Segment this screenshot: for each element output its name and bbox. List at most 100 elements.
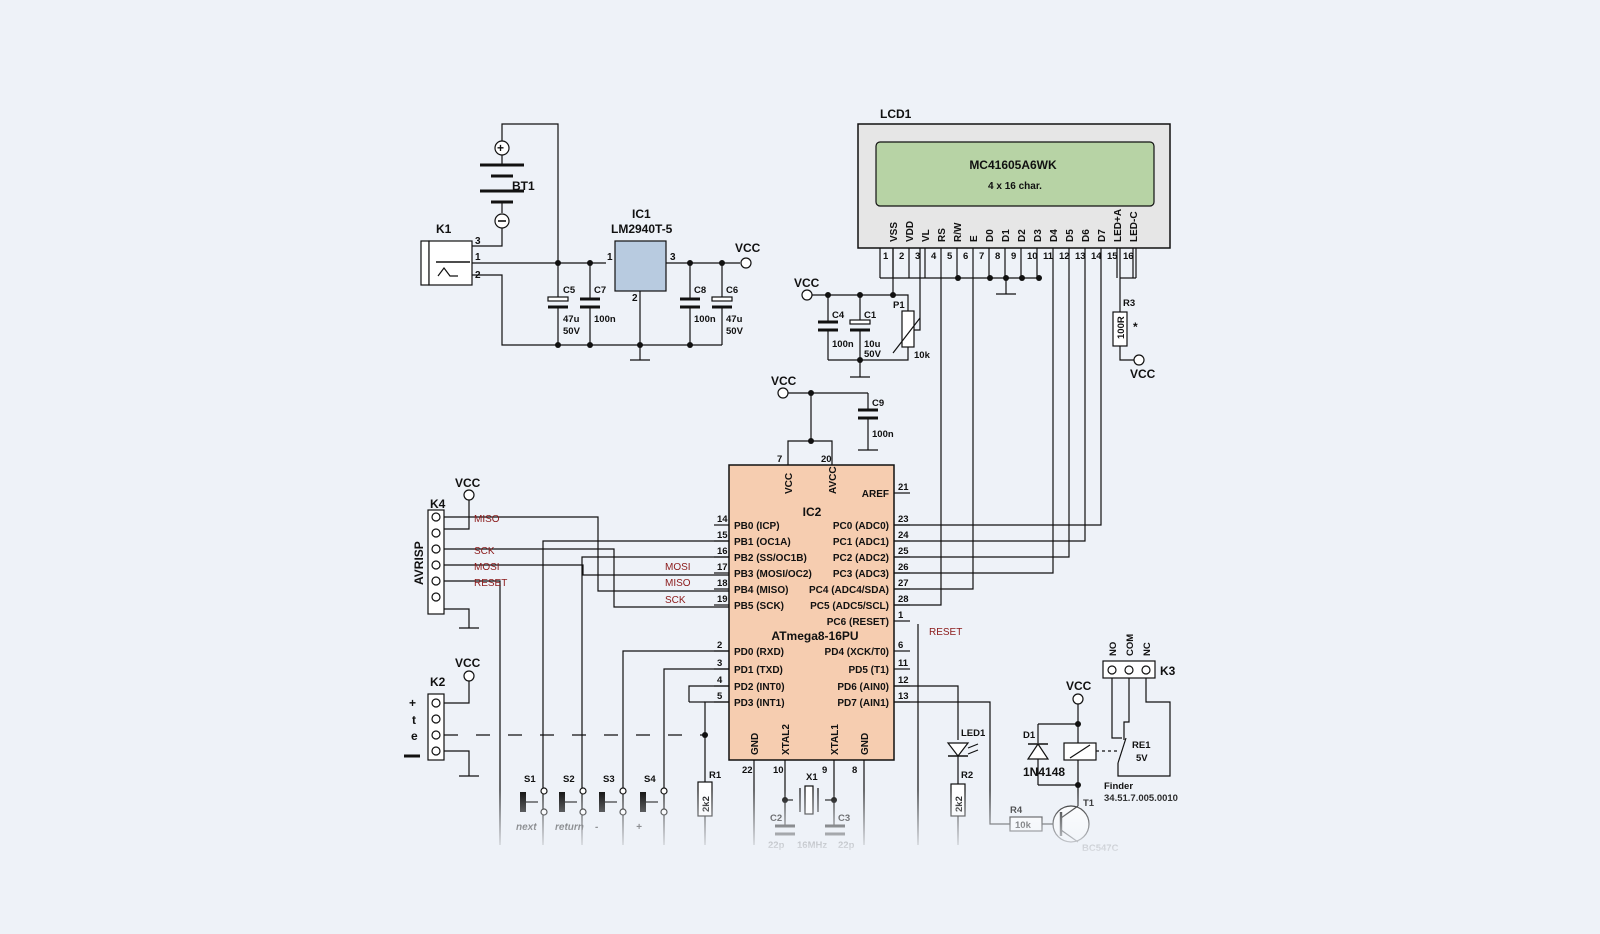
lcd-pin-label: D0 [985,229,996,242]
k3-label: K3 [1160,664,1176,678]
c6-label: C6 [726,285,738,296]
pushbutton-contact [660,808,668,816]
pushbutton-ref: S4 [644,774,656,785]
c5-label: C5 [563,285,576,296]
lcd-pin-number: 8 [995,251,1000,262]
ic2-pin-name: PC5 (ADC5/SCL) [810,601,889,612]
ic2-pin-name: PD1 (TXD) [734,665,783,676]
ic2-pin-number: 13 [898,691,909,702]
k2-pin [431,698,441,708]
lcd-pin-label: D2 [1017,229,1028,242]
c1-voltage: 50V [864,349,882,360]
lcd-pin-label: D7 [1097,229,1108,242]
lcd-pin-number: 12 [1059,251,1070,262]
ic2-pin-name: GND [750,733,761,755]
svg-text:1: 1 [475,252,481,263]
ic2-pin-number: 16 [717,546,728,557]
ic2-pin-number: 9 [822,765,827,776]
ic1-model: LM2940T-5 [611,222,673,236]
c4-label: C4 [832,310,845,321]
ic2-pin-number: 22 [742,765,753,776]
pushbutton-s3[interactable]: S3- [595,774,627,833]
ic2-pin-name: PD0 (RXD) [734,647,784,658]
pushbutton-contact [579,787,587,795]
dc-jack-k1: K1 3 1 2 [420,222,722,346]
lcd-pin-group: VSS1VDD2VL3RS4R/W5E6D07D18D29D310D411D51… [883,209,1140,606]
k3-pin-nc: NC [1142,642,1153,656]
k4-pin [431,512,441,522]
ic2-pin-name: PB4 (MISO) [734,585,788,596]
c1-value: 10u [864,339,881,350]
k2-pin [431,714,441,724]
lcd-pin-label: D5 [1065,229,1076,242]
ic2-pin-number: 19 [717,594,728,605]
lcd-ref: LCD1 [880,107,912,121]
c5-voltage: 50V [563,326,581,337]
c7-label: C7 [594,285,606,296]
t1-value: BC547C [1082,843,1119,854]
pushbutton-body [559,792,565,812]
vcc-label-r3: VCC [1130,367,1156,381]
ic2-pin-number: 5 [717,691,723,702]
k2-t: t [412,713,416,727]
pushbutton-s4[interactable]: S4+ [636,774,668,833]
r3-note: * [1133,320,1138,334]
lcd-signal-wire [894,278,1102,526]
lcd-pin-label: D4 [1049,229,1060,242]
vcc-label-relay: VCC [1066,679,1092,693]
ic2-pin-number: 21 [898,482,909,493]
signal-mosi-k4: MOSI [474,562,500,573]
k3-pin-com: COM [1125,634,1136,656]
pushbutton-s1[interactable]: S1 next [516,774,548,833]
bt1-label: BT1 [512,179,535,193]
ic2-pin-name: AVCC [828,466,839,494]
ic2-pin-number: 14 [717,514,728,525]
ic2-pin-number: 18 [717,578,728,589]
lcd-pin-label: R/W [953,222,964,242]
vcc-label-ic1: VCC [735,241,761,255]
keypad-connector-k2: K2 + t e VCC [404,656,708,777]
k4-pin [431,528,441,538]
ic2-pin-number: 25 [898,546,909,557]
ic2-pin-number: 10 [773,765,784,776]
c6-voltage: 50V [726,326,744,337]
r3-value: 100R [1116,316,1127,339]
vcc-label-k4: VCC [455,476,481,490]
pushbutton-ref: S2 [563,774,575,785]
c4-value: 100n [832,339,854,350]
x1-label: X1 [806,772,818,783]
ic2-pin-number: 17 [717,562,728,573]
k3-pin-no: NO [1108,642,1119,656]
pushbutton-ref: S1 [524,774,536,785]
ic2-pin-number: 1 [898,610,904,621]
lcd-pin-number: 7 [979,251,984,262]
re1-label: RE1 [1132,740,1151,751]
ic2-pin-name: PD4 (XCK/T0) [825,647,889,658]
ic1-ref: IC1 [632,207,651,221]
crystal-section: X1 16MHz C2 22p C3 22p [753,760,865,851]
ic2-pin-number: 20 [821,454,832,465]
lcd-pin-label: VL [921,229,932,242]
battery-bt1: + BT1 [472,123,559,263]
signal-miso-k4: MISO [474,514,500,525]
ic2-model: ATmega8-16PU [771,629,858,643]
ic2-pin-number: 27 [898,578,909,589]
lcd-pin-number: 2 [899,251,904,262]
lcd-pin-number: 10 [1027,251,1038,262]
c9-label: C9 [872,398,884,409]
relay-brand: Finder [1104,781,1133,792]
ic2-pin-number: 26 [898,562,909,573]
svg-text:3: 3 [475,236,481,247]
ic2-pin-number: 4 [717,675,723,686]
r1-value: 2k2 [701,796,712,812]
pushbutton-caption: next [516,822,537,833]
c5-value: 47u [563,314,580,325]
r1-label: R1 [709,770,722,781]
lcd-pin-number: 5 [947,251,953,262]
c7-value: 100n [594,314,616,325]
c1-label: C1 [864,310,877,321]
